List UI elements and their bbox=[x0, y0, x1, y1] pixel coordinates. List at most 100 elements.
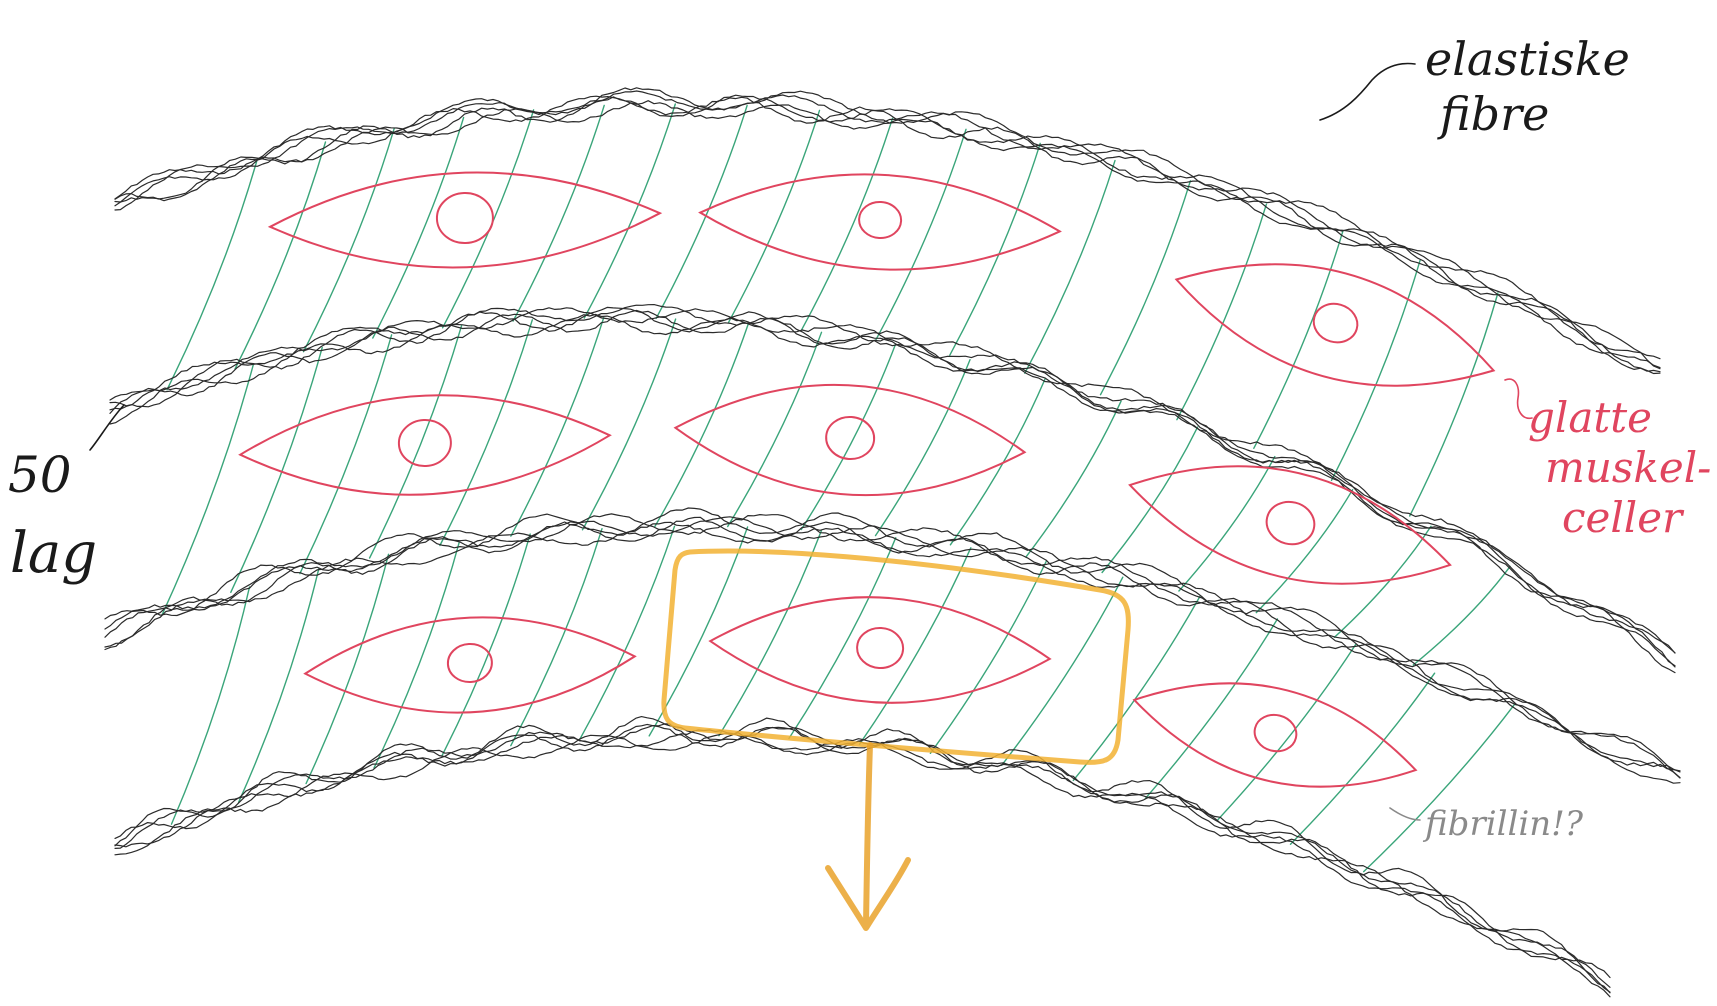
fibrillin-line bbox=[929, 560, 1048, 754]
fibrillin-line bbox=[161, 363, 255, 615]
fibrillin-line bbox=[654, 323, 749, 528]
layer-count-leader bbox=[89, 404, 125, 451]
layers-count-label: 50 bbox=[8, 446, 72, 504]
fibrillin-line bbox=[1217, 643, 1357, 821]
fibrillin-line bbox=[583, 103, 676, 319]
fibrillin-line bbox=[1144, 618, 1279, 800]
elastic-fibre-strand bbox=[114, 96, 1661, 373]
smooth-muscle-cell bbox=[238, 394, 612, 496]
fibrillin-line bbox=[439, 319, 533, 547]
fibrillin-line bbox=[305, 553, 390, 785]
fibrillin-line bbox=[1412, 565, 1511, 666]
smooth-muscle-cell bbox=[673, 383, 1027, 497]
down-arrow-icon bbox=[825, 742, 911, 931]
layers-word-label: lag bbox=[10, 521, 97, 586]
fibrillin-line bbox=[655, 104, 748, 320]
elastic-fibres-label-line1: elastiske bbox=[1425, 32, 1630, 86]
label-leaders bbox=[89, 62, 1533, 821]
smooth-muscle-cell bbox=[698, 173, 1062, 271]
fibrillin-line bbox=[581, 318, 677, 531]
fibrillin-line bbox=[166, 158, 259, 391]
fibrillin-line bbox=[801, 117, 894, 331]
fibrillin-line bbox=[237, 568, 320, 803]
fibrillin-line bbox=[230, 346, 323, 593]
cell-membrane bbox=[1174, 263, 1496, 387]
cell-membrane bbox=[238, 394, 612, 496]
elastic-fibre-strand bbox=[109, 306, 1676, 667]
fibrillin-line bbox=[1289, 672, 1436, 845]
fibrillin-line bbox=[727, 331, 823, 528]
cell-nucleus bbox=[435, 191, 494, 245]
elastic-fibre-strand bbox=[104, 521, 1681, 784]
elastic-fibre-strand bbox=[114, 723, 1611, 988]
fibrillin-line bbox=[512, 104, 605, 322]
fibrillin-line bbox=[510, 528, 603, 747]
fibrillin-line bbox=[727, 109, 821, 323]
highlight-box bbox=[661, 548, 1131, 765]
cell-nucleus bbox=[397, 418, 452, 468]
elastic-fibres-label-line2: fibre bbox=[1437, 87, 1549, 141]
highlight-group bbox=[661, 548, 1131, 931]
fibrillin-line bbox=[299, 334, 393, 575]
fibrillin-line bbox=[1099, 180, 1192, 396]
smooth-muscle-cells bbox=[238, 171, 1496, 788]
cell-membrane bbox=[1128, 465, 1452, 585]
cell-nucleus bbox=[1312, 302, 1359, 344]
fibrillin-line bbox=[1176, 203, 1268, 421]
smooth-muscle-cell bbox=[267, 171, 663, 269]
smooth-muscle-cell bbox=[303, 616, 637, 714]
fibrillin-line bbox=[1255, 489, 1354, 614]
fibrillin-line bbox=[1253, 230, 1344, 449]
fibrillin-line bbox=[1330, 259, 1421, 482]
cell-nucleus bbox=[1265, 500, 1316, 546]
fibrillin-line bbox=[170, 586, 251, 825]
fibrillin-line bbox=[1001, 576, 1124, 766]
cell-membrane bbox=[698, 173, 1062, 271]
elastic-fibre-strand bbox=[114, 90, 1661, 370]
elastic-fibre-strand bbox=[114, 716, 1611, 994]
cell-membrane bbox=[1132, 682, 1418, 788]
cell-membrane bbox=[673, 383, 1027, 497]
cell-membrane bbox=[708, 596, 1052, 704]
cell-nucleus bbox=[858, 200, 903, 240]
fibrillin-line bbox=[800, 343, 897, 531]
smooth-muscle-cell bbox=[1128, 465, 1452, 585]
fibrillin-label: fibrillin!? bbox=[1422, 804, 1584, 844]
text-labels: elastiske fibre glatte muskel- celler fi… bbox=[8, 32, 1711, 844]
elastic-fibre-strand bbox=[109, 307, 1676, 654]
smooth-muscle-cell bbox=[708, 596, 1052, 704]
fibrillin-line bbox=[1024, 159, 1116, 374]
elastic-fibre-strand bbox=[104, 507, 1681, 779]
elastic-fibre-strand bbox=[109, 309, 1676, 674]
fibrillin-line bbox=[788, 537, 897, 740]
muscle-cells-label-line2: muskel- bbox=[1545, 443, 1711, 492]
muscle-cell-leader bbox=[1504, 378, 1533, 420]
fibrillin-line bbox=[579, 525, 676, 740]
elastic-fibre-bundle bbox=[104, 507, 1681, 784]
fibrillin-line bbox=[1363, 704, 1515, 873]
cell-nucleus bbox=[1253, 713, 1298, 753]
fibrillin-line bbox=[441, 533, 531, 756]
smooth-muscle-cell bbox=[1132, 682, 1418, 788]
fibrillin-line bbox=[874, 128, 967, 342]
muscle-cells-label-line3: celler bbox=[1562, 493, 1685, 542]
elastic-fibre-strand bbox=[109, 313, 1676, 668]
cell-nucleus bbox=[856, 626, 905, 670]
fibrillin-leader bbox=[1389, 807, 1421, 821]
fibrillin-line bbox=[858, 547, 972, 745]
elastic-fibre-bundle bbox=[109, 304, 1676, 674]
fibrillin-line bbox=[1025, 400, 1122, 558]
cell-membrane bbox=[267, 171, 663, 269]
fibrillin-line bbox=[949, 142, 1041, 356]
fibrillin-line bbox=[302, 127, 395, 353]
fibrillin-line bbox=[368, 324, 463, 559]
muscle-cells-label-line1: glatte bbox=[1528, 393, 1652, 442]
elastic-fibre-strand bbox=[114, 100, 1661, 369]
fibrillin-line bbox=[1072, 595, 1201, 782]
fibrillin-line bbox=[1101, 426, 1199, 574]
fibrillin-line bbox=[874, 359, 971, 537]
smooth-muscle-cell bbox=[1174, 263, 1496, 387]
elastic-fibre-bundle bbox=[114, 87, 1661, 375]
elastic-fibre-leader bbox=[1319, 62, 1416, 121]
